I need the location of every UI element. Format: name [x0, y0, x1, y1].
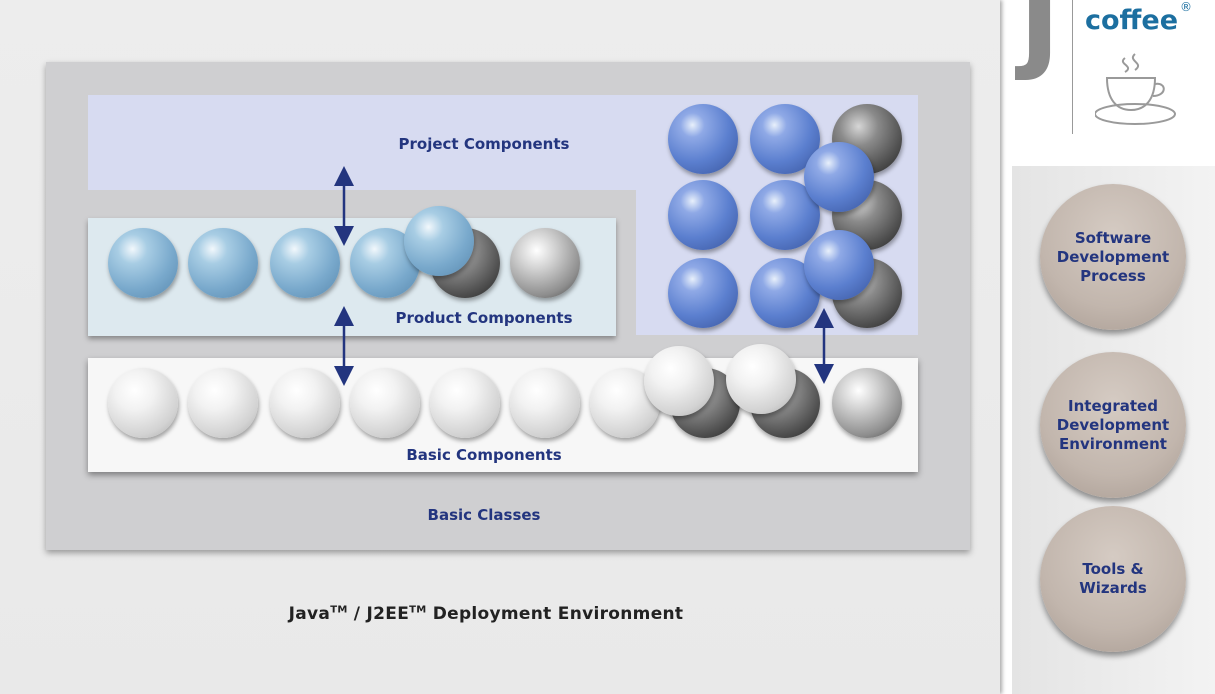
logo-word: coffee: [1085, 5, 1179, 36]
sidebar-item-software-development-process[interactable]: Software Development Process: [1040, 184, 1186, 330]
project-sphere: [668, 258, 738, 328]
dependency-arrows: [334, 166, 834, 386]
logo-letter: j: [1019, 0, 1061, 83]
product-sphere: [188, 228, 258, 298]
project-components-label: Project Components: [398, 135, 570, 153]
tm-mark: TM: [330, 604, 348, 616]
sidebar-item-label: Software Development Process: [1056, 228, 1170, 285]
j2ee-text: / J2EE: [347, 604, 410, 624]
sidebar-item-label: Integrated Development Environment: [1056, 396, 1170, 453]
basic-sphere: [188, 368, 258, 438]
basic-sphere: [108, 368, 178, 438]
basic-sphere: [832, 368, 902, 438]
project-sphere: [668, 180, 738, 250]
basic-sphere: [726, 344, 796, 414]
coffee-cup-icon: [1095, 53, 1176, 125]
project-sphere: [804, 230, 874, 300]
basic-components-label: Basic Components: [406, 446, 562, 464]
product-sphere: [108, 228, 178, 298]
project-sphere: [668, 104, 738, 174]
logo-registered-mark: ®: [1180, 0, 1192, 14]
sidebar-item-tools-wizards[interactable]: Tools & Wizards: [1040, 506, 1186, 652]
deployment-environment-title: JavaTM / J2EETM Deployment Environment: [200, 604, 772, 624]
product-sphere: [404, 206, 474, 276]
java-text: Java: [288, 604, 331, 624]
product-sphere: [270, 228, 340, 298]
sidebar-item-integrated-development-environment[interactable]: Integrated Development Environment: [1040, 352, 1186, 498]
basic-sphere: [510, 368, 580, 438]
deployment-text: Deployment Environment: [426, 604, 684, 624]
sidebar-item-label: Tools & Wizards: [1079, 560, 1147, 597]
jcoffee-logo: j coffee ®: [1019, 0, 1215, 160]
basic-sphere: [430, 368, 500, 438]
basic-sphere: [270, 368, 340, 438]
basic-sphere: [644, 346, 714, 416]
basic-sphere: [350, 368, 420, 438]
project-sphere: [804, 142, 874, 212]
logo-divider: [1072, 0, 1073, 134]
tm-mark: TM: [409, 604, 427, 616]
basic-classes-label: Basic Classes: [427, 506, 541, 524]
product-components-label: Product Components: [395, 309, 573, 327]
product-sphere: [510, 228, 580, 298]
